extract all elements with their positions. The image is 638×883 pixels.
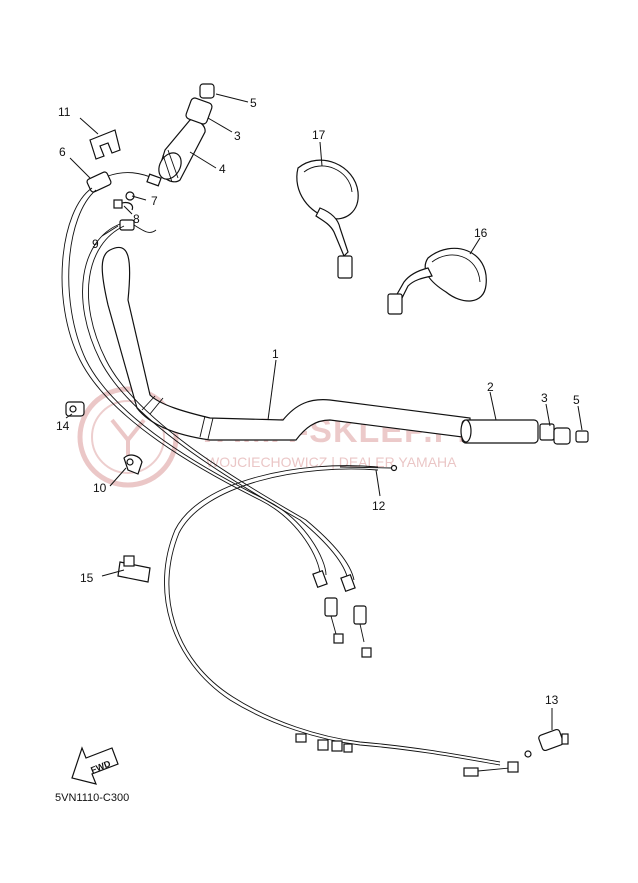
callout-9: 9 [92,237,99,251]
bracket-part-8 [113,199,134,211]
callouts: 1 2 3 3 4 5 5 6 7 8 9 10 11 12 13 14 15 … [56,96,580,707]
switch-part-9 [119,219,157,233]
callout-14: 14 [56,419,70,433]
callout-7: 7 [151,194,158,208]
callout-16: 16 [474,226,488,240]
mirror-part-16 [387,247,487,315]
callout-3-right: 3 [541,391,548,405]
cable-holder-part-11 [89,129,121,160]
callout-1: 1 [272,347,279,361]
grip-part-2 [460,419,539,444]
callout-4: 4 [219,162,226,176]
throttle-housing-part-6 [86,171,162,193]
diagram-code: 5VN1110-C300 [55,792,129,804]
callout-13: 13 [545,693,559,707]
throttle-cables [61,187,372,658]
screw-part-5-right [575,430,589,443]
callout-6: 6 [59,145,66,159]
end-weight-part-3-top [185,97,213,125]
callout-2: 2 [487,380,494,394]
callout-8: 8 [133,212,140,226]
clamp-part-14 [65,401,85,417]
screw-part-7 [125,191,135,201]
callout-5-right: 5 [573,393,580,407]
callout-17: 17 [312,128,326,142]
screw-part-5-top [199,83,215,99]
clip-part-15 [117,555,151,583]
callout-11: 11 [58,105,71,119]
callout-10: 10 [93,481,107,495]
watermark-sub-text: WOJCIECHOWICZ | DEALER YAMAHA [206,454,457,470]
callout-15: 15 [80,571,94,585]
mirror-part-17 [296,159,359,279]
clutch-cable-part-12 [164,464,532,777]
callout-3-top: 3 [234,129,241,143]
band-part-10 [123,454,143,475]
end-weight-part-3-right [539,423,571,445]
fwd-arrow-icon: FWD [71,746,119,785]
callout-12: 12 [372,499,386,513]
callout-5-top: 5 [250,96,257,110]
leader-lines [65,93,583,730]
switch-part-13 [538,728,569,752]
throttle-grip-part-4 [158,119,206,183]
